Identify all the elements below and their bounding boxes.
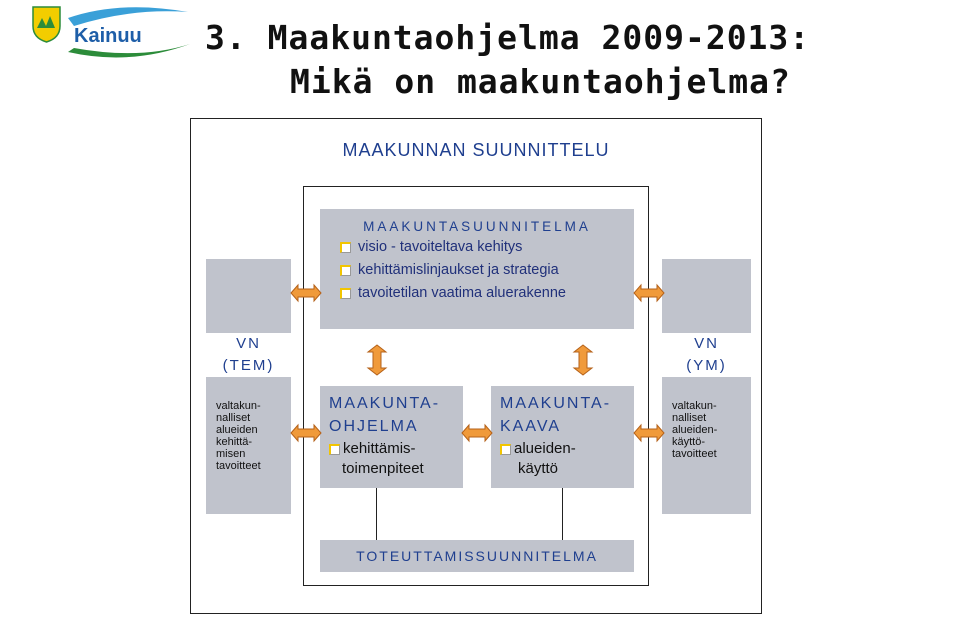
connector-line — [376, 488, 377, 540]
vertical-double-arrow-icon — [572, 344, 594, 376]
plan-item-2: kehittämislinjaukset ja strategia — [340, 262, 559, 278]
program-box: MAAKUNTA-OHJELMA kehittämis- toimenpitee… — [320, 386, 463, 488]
page-title-line2: Mikä on maakuntaohjelma? — [290, 62, 791, 101]
double-arrow-icon — [290, 423, 322, 443]
implementation-box: TOTEUTTAMISSUUNNITELMA — [320, 540, 634, 572]
program-item: kehittämis- — [329, 440, 416, 457]
double-arrow-icon — [633, 423, 665, 443]
outer-frame — [190, 118, 762, 614]
plan-box: MAAKUNTASUUNNITELMA visio - tavoiteltava… — [320, 209, 634, 329]
kaava-box: MAAKUNTA-KAAVA alueiden- käyttö — [491, 386, 634, 488]
bullet-icon — [340, 241, 351, 253]
kaava-item: alueiden- — [500, 440, 576, 457]
bullet-icon — [500, 443, 511, 455]
left-ministry-label: VN(TEM) — [206, 333, 291, 377]
bullet-icon — [329, 443, 340, 455]
bullet-icon — [340, 287, 351, 299]
kaava-item-cont: käyttö — [518, 460, 559, 477]
double-arrow-icon — [633, 283, 665, 303]
right-ministry-label: VN(YM) — [662, 333, 751, 377]
plan-item-3: tavoitetilan vaatima aluerakenne — [340, 285, 566, 301]
double-arrow-icon — [461, 423, 493, 443]
kaava-title: MAAKUNTA-KAAVA — [500, 395, 612, 435]
plan-title: MAAKUNTASUUNNITELMA — [363, 219, 591, 234]
outer-label: MAAKUNNAN SUUNNITTELU — [342, 140, 610, 160]
inner-frame — [303, 186, 649, 586]
kainuu-logo: Kainuu — [32, 6, 190, 58]
program-title: MAAKUNTA-OHJELMA — [329, 395, 441, 435]
vertical-double-arrow-icon — [366, 344, 388, 376]
logo-text: Kainuu — [74, 25, 142, 47]
bullet-icon — [340, 264, 351, 276]
page-title-line1: 3. Maakuntaohjelma 2009-2013: — [205, 18, 811, 57]
plan-item-1: visio - tavoiteltava kehitys — [340, 239, 522, 255]
double-arrow-icon — [290, 283, 322, 303]
program-item-cont: toimenpiteet — [342, 460, 424, 477]
connector-line — [562, 488, 563, 540]
implementation-label: TOTEUTTAMISSUUNNITELMA — [356, 548, 598, 564]
